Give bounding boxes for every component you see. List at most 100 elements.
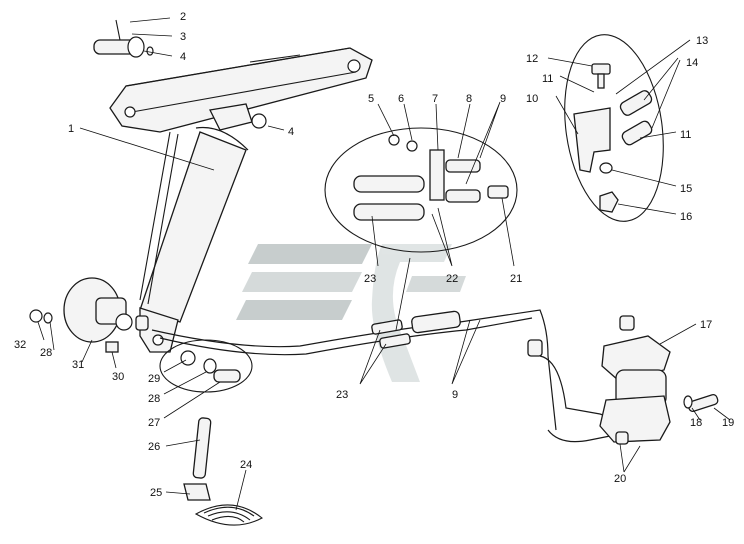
watermark-logo bbox=[236, 244, 466, 382]
bolt-21 bbox=[487, 185, 509, 199]
washer-6 bbox=[406, 140, 418, 152]
callout-4b: 4 bbox=[288, 126, 294, 138]
callout-22: 22 bbox=[446, 273, 458, 285]
watermark-stripe-2 bbox=[242, 272, 362, 292]
coupling-sleeve bbox=[135, 315, 149, 331]
callout-11a: 11 bbox=[542, 73, 553, 85]
bracket-10 bbox=[573, 107, 611, 173]
nut-32 bbox=[29, 309, 43, 323]
arm-pivot-hole bbox=[124, 106, 136, 118]
callout-23b: 23 bbox=[336, 389, 348, 401]
callout-9b: 9 bbox=[452, 389, 458, 401]
pivot-pin-assembly bbox=[93, 19, 154, 58]
nut-16 bbox=[599, 191, 619, 213]
callout-28a: 28 bbox=[40, 347, 52, 359]
callout-26: 26 bbox=[148, 441, 160, 453]
callout-4a: 4 bbox=[180, 51, 186, 63]
callout-13: 13 bbox=[696, 35, 708, 47]
callout-2: 2 bbox=[180, 11, 186, 23]
hydraulic-cylinder bbox=[139, 126, 249, 353]
cylinder-barrel bbox=[139, 131, 247, 323]
fitting-14-upper bbox=[619, 90, 653, 116]
lift-arm-edges bbox=[125, 47, 357, 113]
part-28b bbox=[203, 358, 217, 374]
hose-fitting-b bbox=[379, 333, 411, 349]
callout-32: 32 bbox=[14, 339, 26, 351]
callout-25: 25 bbox=[150, 487, 162, 499]
leader-lines bbox=[37, 17, 731, 511]
valve-lever bbox=[619, 315, 635, 331]
hose-lower bbox=[159, 317, 533, 356]
callout-labels: 2 3 4 4 1 5 6 7 8 9 23 22 21 12 11 10 13… bbox=[14, 11, 734, 499]
detail-oval-3 bbox=[564, 34, 664, 222]
hose-to-valve bbox=[539, 355, 619, 421]
cotter-pin bbox=[115, 19, 121, 41]
callout-27: 27 bbox=[148, 417, 160, 429]
arm-end-hole bbox=[347, 59, 361, 73]
callout-5: 5 bbox=[368, 93, 374, 105]
detail-oval-2 bbox=[324, 127, 518, 253]
callout-30: 30 bbox=[112, 371, 124, 383]
callout-12: 12 bbox=[526, 53, 538, 65]
pin-ring bbox=[146, 46, 154, 56]
control-valve-17 bbox=[599, 315, 671, 445]
callout-9a: 9 bbox=[500, 93, 506, 105]
fitting-8-upper bbox=[445, 159, 481, 173]
callout-1: 1 bbox=[68, 123, 74, 135]
rod-26 bbox=[192, 417, 212, 479]
watermark-stripe-4 bbox=[406, 276, 466, 292]
hose-coupler bbox=[411, 310, 461, 334]
bushing-ring bbox=[251, 113, 267, 129]
hose-return bbox=[547, 429, 621, 443]
detail-oval-right bbox=[564, 34, 664, 222]
washer-28 bbox=[43, 312, 53, 324]
fitting-8-lower bbox=[445, 189, 481, 203]
callout-7: 7 bbox=[432, 93, 438, 105]
pin-washer bbox=[127, 36, 145, 58]
callout-24: 24 bbox=[240, 459, 252, 471]
cylinder-top-cap bbox=[195, 126, 249, 151]
hose-end-lower bbox=[353, 203, 425, 221]
hose-clamp bbox=[527, 339, 543, 357]
callout-14: 14 bbox=[686, 57, 698, 69]
valve-base bbox=[599, 395, 671, 443]
callout-28b: 28 bbox=[148, 393, 160, 405]
lift-arm bbox=[109, 47, 373, 133]
hose-end-upper bbox=[353, 175, 425, 193]
housing-31 bbox=[63, 277, 149, 343]
watermark-curve bbox=[371, 244, 452, 382]
cylinder-rod bbox=[139, 131, 179, 305]
callout-20: 20 bbox=[614, 473, 626, 485]
bracket-25 bbox=[183, 483, 211, 501]
callout-15: 15 bbox=[680, 183, 692, 195]
watermark-stripe-1 bbox=[248, 244, 372, 264]
callout-17: 17 bbox=[700, 319, 712, 331]
bolt-30 bbox=[105, 341, 119, 353]
cylinder-bottom-eye bbox=[139, 307, 179, 353]
bottom-eye-hole bbox=[152, 334, 164, 346]
callout-3: 3 bbox=[180, 31, 186, 43]
callout-6: 6 bbox=[398, 93, 404, 105]
watermark-stripe-3 bbox=[236, 300, 352, 320]
spring-outer bbox=[194, 504, 263, 526]
washer-5 bbox=[388, 134, 400, 146]
housing-outlet bbox=[115, 313, 133, 331]
seal-18 bbox=[683, 395, 693, 409]
callout-21: 21 bbox=[510, 273, 522, 285]
callout-16: 16 bbox=[680, 211, 692, 223]
valve-top-plate bbox=[601, 335, 671, 381]
spring-24 bbox=[194, 504, 263, 526]
part-29 bbox=[180, 350, 196, 366]
bracket-7 bbox=[429, 149, 445, 201]
hose-upper bbox=[151, 309, 557, 431]
bolt-12 bbox=[591, 63, 611, 75]
fitting-20 bbox=[615, 431, 629, 445]
washer-15 bbox=[599, 162, 613, 174]
callout-23a: 23 bbox=[364, 273, 376, 285]
callout-31: 31 bbox=[72, 359, 84, 371]
callout-29: 29 bbox=[148, 373, 160, 385]
bolt-12-shank bbox=[597, 73, 605, 89]
callout-8: 8 bbox=[466, 93, 472, 105]
